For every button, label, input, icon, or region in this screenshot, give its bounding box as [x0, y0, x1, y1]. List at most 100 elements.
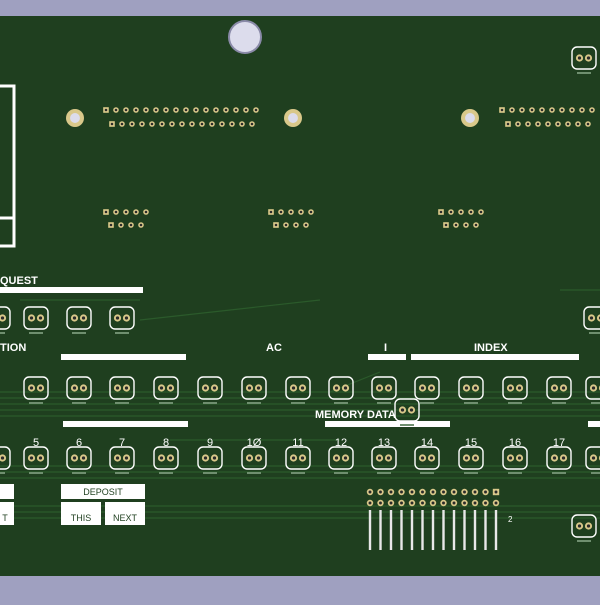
pad-drill: [29, 316, 34, 320]
pad-drill: [247, 386, 252, 390]
pad-drill: [591, 386, 596, 390]
mount-pad-hole: [288, 113, 298, 123]
pad-drill: [508, 456, 513, 460]
deposit-button-outline: [61, 484, 145, 499]
round-pad: [596, 314, 600, 322]
pad-drill: [119, 223, 123, 227]
pad-drill: [247, 456, 252, 460]
pad-drill: [72, 456, 77, 460]
led-outline: [585, 376, 600, 400]
pad-drill: [29, 386, 34, 390]
pad-drill: [410, 490, 414, 494]
left-button-top-outline: [0, 484, 14, 499]
pad-drill: [410, 501, 414, 505]
led-outline: [285, 446, 311, 470]
pad-drill: [540, 108, 544, 112]
led-ref-text: [552, 472, 566, 474]
led-outline: [285, 376, 311, 400]
pad-drill: [38, 386, 43, 390]
led-outline: [0, 446, 11, 470]
mount-pad-hole: [465, 113, 475, 123]
led-ref-text: [72, 332, 86, 334]
led-ref-text: [420, 472, 434, 474]
led-outline: [546, 446, 572, 470]
mounting-hole: [228, 20, 262, 54]
pad-drill: [190, 122, 194, 126]
pad-drill: [479, 210, 483, 214]
pad-drill: [473, 490, 477, 494]
bit-number-label: 7: [119, 437, 125, 449]
led-outline: [23, 446, 49, 470]
pad-drill: [420, 386, 425, 390]
pad-drill: [561, 456, 566, 460]
led-ref-text: [247, 472, 261, 474]
pad-drill: [200, 122, 204, 126]
led-outline: [394, 398, 420, 422]
led-ref-text: [115, 332, 129, 334]
led-ref-text: [508, 472, 522, 474]
led-ref-text: [400, 424, 414, 426]
pad-drill: [256, 456, 261, 460]
led-outline: [571, 514, 597, 538]
pad-drill: [570, 108, 574, 112]
header-pin: [452, 510, 456, 550]
deposit-label: DEPOSIT: [83, 487, 123, 497]
i-label: I: [384, 342, 387, 354]
pad-drill: [154, 108, 158, 112]
pad-drill: [300, 456, 305, 460]
function-label: TION: [0, 342, 26, 354]
led-ref-text: [377, 472, 391, 474]
pad-drill: [586, 56, 591, 60]
pad-drill: [72, 316, 77, 320]
pad-drill: [473, 501, 477, 505]
led-outline: [414, 446, 440, 470]
pad-drill: [134, 210, 138, 214]
led-ref-text: [29, 402, 43, 404]
pad-drill: [140, 122, 144, 126]
pad-drill: [580, 108, 584, 112]
pad-drill: [104, 210, 108, 214]
bit-number-label: 1Ø: [247, 437, 262, 449]
pad-drill: [168, 386, 173, 390]
pad-drill: [269, 210, 273, 214]
led-outline: [23, 306, 49, 330]
pad-drill: [552, 456, 557, 460]
index-bar: [411, 354, 579, 360]
pad-drill: [400, 408, 405, 412]
bits-bar-left: [63, 421, 188, 427]
led-outline: [241, 446, 267, 470]
pad-drill: [120, 122, 124, 126]
pad-drill: [520, 108, 524, 112]
led-ref-text: [115, 472, 129, 474]
pad-drill: [464, 223, 468, 227]
pad-drill: [150, 122, 154, 126]
pad-drill: [194, 108, 198, 112]
pad-drill: [494, 490, 498, 494]
led-outline: [23, 376, 49, 400]
bit-number-label: 13: [378, 437, 390, 449]
pad-drill: [386, 386, 391, 390]
pad-drill: [464, 386, 469, 390]
pad-drill: [212, 456, 217, 460]
pad-drill: [343, 386, 348, 390]
pad-drill: [334, 456, 339, 460]
led-ref-text: [591, 472, 600, 474]
pad-drill: [586, 524, 591, 528]
pad-drill: [109, 223, 113, 227]
led-outline: [109, 446, 135, 470]
pad-drill: [561, 386, 566, 390]
connector-label: 2: [508, 515, 513, 524]
pad-drill: [389, 501, 393, 505]
pad-drill: [114, 108, 118, 112]
pad-drill: [256, 386, 261, 390]
bit-number-label: 16: [509, 437, 521, 449]
led-ref-text: [29, 332, 43, 334]
pad-drill: [517, 386, 522, 390]
led-ref-text: [203, 402, 217, 404]
header-pin: [379, 510, 382, 550]
led-outline: [109, 306, 135, 330]
pad-drill: [29, 456, 34, 460]
pad-drill: [170, 122, 174, 126]
pad-drill: [139, 223, 143, 227]
